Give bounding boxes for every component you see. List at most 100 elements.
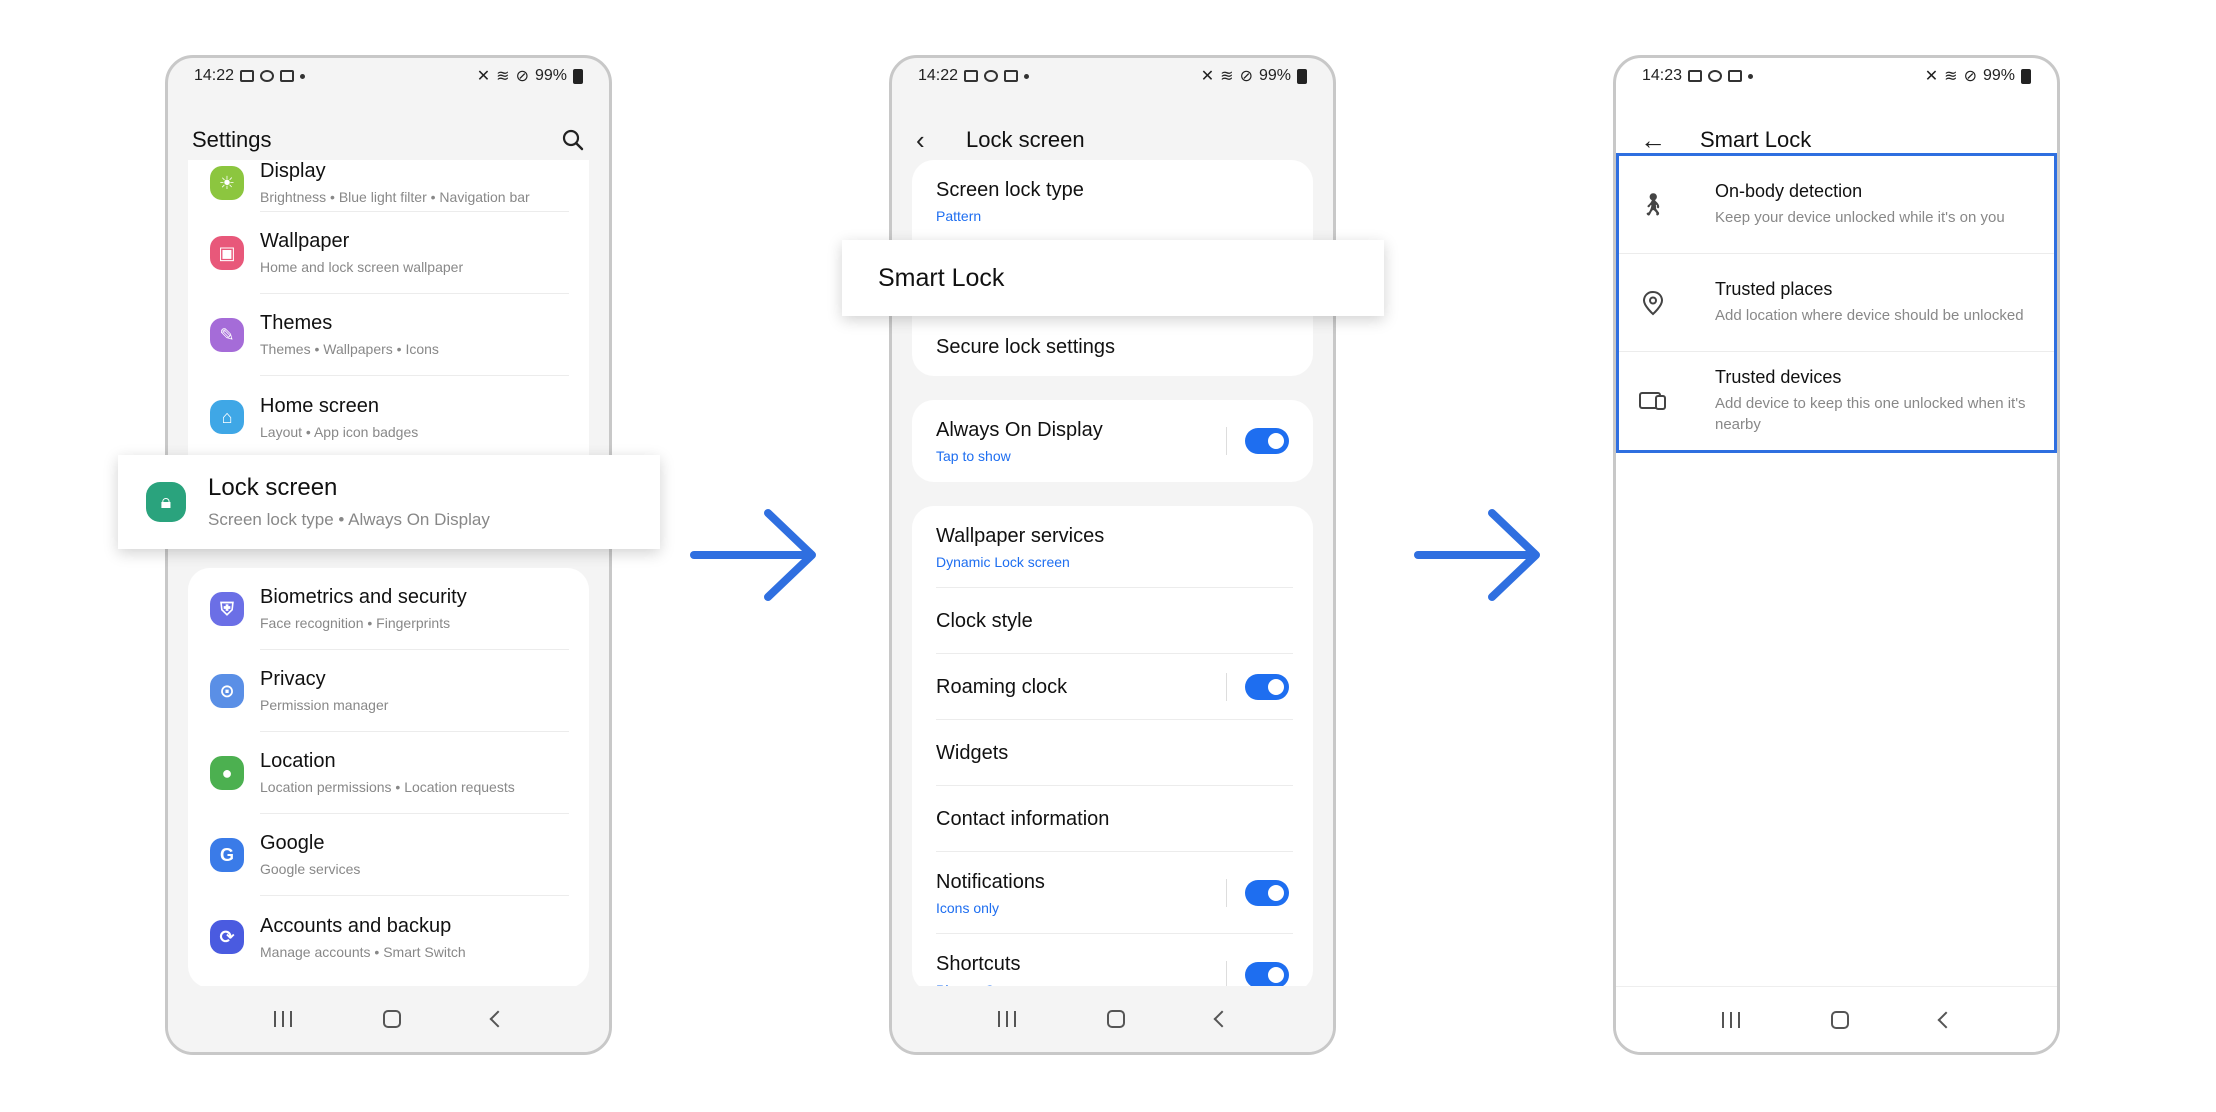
- back-nav-icon[interactable]: [489, 1010, 506, 1028]
- status-bar: 14:22 ✕ ≋ ⊘ 99%: [892, 58, 1333, 94]
- battery-icon: [1297, 68, 1307, 84]
- clock-notification-icon: [984, 70, 999, 82]
- widgets-item[interactable]: Widgets: [912, 720, 1313, 786]
- arrow-left-icon[interactable]: ←: [1640, 124, 1666, 155]
- status-time: 14:22: [918, 67, 959, 84]
- message-notification-icon: [1004, 70, 1019, 82]
- wifi-icon: ≋: [1220, 68, 1234, 85]
- secure-lock-settings-item[interactable]: Secure lock settings: [936, 335, 1115, 358]
- walking-icon: 🚶︎: [1639, 191, 1667, 217]
- shortcuts-toggle[interactable]: [1245, 962, 1289, 988]
- gallery-notification-icon: [1688, 70, 1703, 82]
- nav-bar: [1616, 986, 2057, 1052]
- more-notifications-icon: [300, 73, 306, 79]
- page-title: Lock screen: [966, 127, 1085, 152]
- home-button-icon[interactable]: [1106, 1010, 1125, 1028]
- mute-icon: ✕: [476, 68, 491, 85]
- chevron-left-icon[interactable]: ‹: [916, 124, 925, 155]
- lock-screen-highlight[interactable]: 🔒︎ Lock screen Screen lock type • Always…: [118, 455, 660, 549]
- battery-level: 99%: [1258, 67, 1291, 84]
- aod-toggle[interactable]: [1245, 428, 1289, 454]
- recent-apps-icon[interactable]: [1721, 1011, 1740, 1028]
- home-button-icon[interactable]: [1830, 1010, 1849, 1029]
- back-nav-icon[interactable]: [1937, 1011, 1954, 1028]
- gallery-notification-icon: [240, 70, 255, 82]
- status-time: 14:22: [194, 67, 235, 84]
- status-bar: 14:22 ✕ ≋ ⊘ 99%: [168, 58, 609, 94]
- app-bar: Settings: [168, 110, 609, 170]
- app-bar: ‹ Lock screen: [892, 110, 1333, 170]
- home-icon: ⌂: [210, 400, 244, 434]
- mute-icon: ✕: [1200, 68, 1215, 85]
- arrow-right-icon: [1414, 509, 1540, 601]
- back-nav-icon[interactable]: [1213, 1010, 1230, 1028]
- shield-icon: ⛨: [210, 592, 244, 626]
- dnd-icon: ⊘: [1963, 68, 1977, 85]
- roaming-clock-toggle[interactable]: [1245, 674, 1289, 700]
- google-icon: G: [210, 838, 244, 872]
- lock-screen-settings: 14:22 ✕ ≋ ⊘ 99% ‹ Lock screen Screen loc…: [889, 55, 1336, 1055]
- more-notifications-icon: [1024, 73, 1030, 79]
- wallpaper-icon: ▣: [210, 236, 244, 270]
- battery-icon: [2021, 68, 2031, 84]
- app-bar: ← Smart Lock: [1616, 110, 2057, 170]
- notifications-toggle[interactable]: [1245, 880, 1289, 906]
- location-pin-icon: [1633, 290, 1673, 316]
- dnd-icon: ⊘: [1239, 68, 1253, 85]
- clock-notification-icon: [260, 70, 275, 82]
- wifi-icon: ≋: [1944, 68, 1958, 85]
- gallery-notification-icon: [964, 70, 979, 82]
- nav-bar: [168, 986, 609, 1052]
- mute-icon: ✕: [1924, 68, 1939, 85]
- message-notification-icon: [1728, 70, 1743, 82]
- recent-apps-icon[interactable]: [997, 1011, 1016, 1027]
- devices-icon: [1633, 390, 1673, 412]
- clock-style-item[interactable]: Clock style: [912, 588, 1313, 654]
- roaming-clock-item[interactable]: Roaming clock: [912, 654, 1313, 720]
- more-notifications-icon: [1748, 73, 1754, 79]
- brush-icon: ✎: [210, 318, 244, 352]
- page-title: Smart Lock: [1700, 127, 1812, 152]
- arrow-right-icon: [690, 509, 816, 601]
- clock-notification-icon: [1708, 70, 1723, 82]
- sun-icon: ☀: [210, 166, 244, 200]
- status-bar: 14:23 ✕ ≋ ⊘ 99%: [1616, 58, 2057, 94]
- pin-icon: ●: [210, 756, 244, 790]
- battery-icon: [573, 68, 583, 84]
- recent-apps-icon[interactable]: [273, 1011, 292, 1027]
- battery-level: 99%: [534, 67, 567, 84]
- search-icon[interactable]: [561, 128, 585, 152]
- padlock-icon: 🔒︎: [146, 482, 186, 522]
- home-button-icon[interactable]: [382, 1010, 401, 1028]
- sync-icon: ⟳: [210, 920, 244, 954]
- smart-lock-highlight[interactable]: Smart Lock: [842, 240, 1384, 316]
- dnd-icon: ⊘: [515, 68, 529, 85]
- status-time: 14:23: [1642, 67, 1683, 84]
- message-notification-icon: [280, 70, 295, 82]
- shortcuts-item[interactable]: ShortcutsPhone, Camera: [912, 934, 1313, 992]
- contact-information-item[interactable]: Contact information: [912, 786, 1313, 852]
- wifi-icon: ≋: [496, 68, 510, 85]
